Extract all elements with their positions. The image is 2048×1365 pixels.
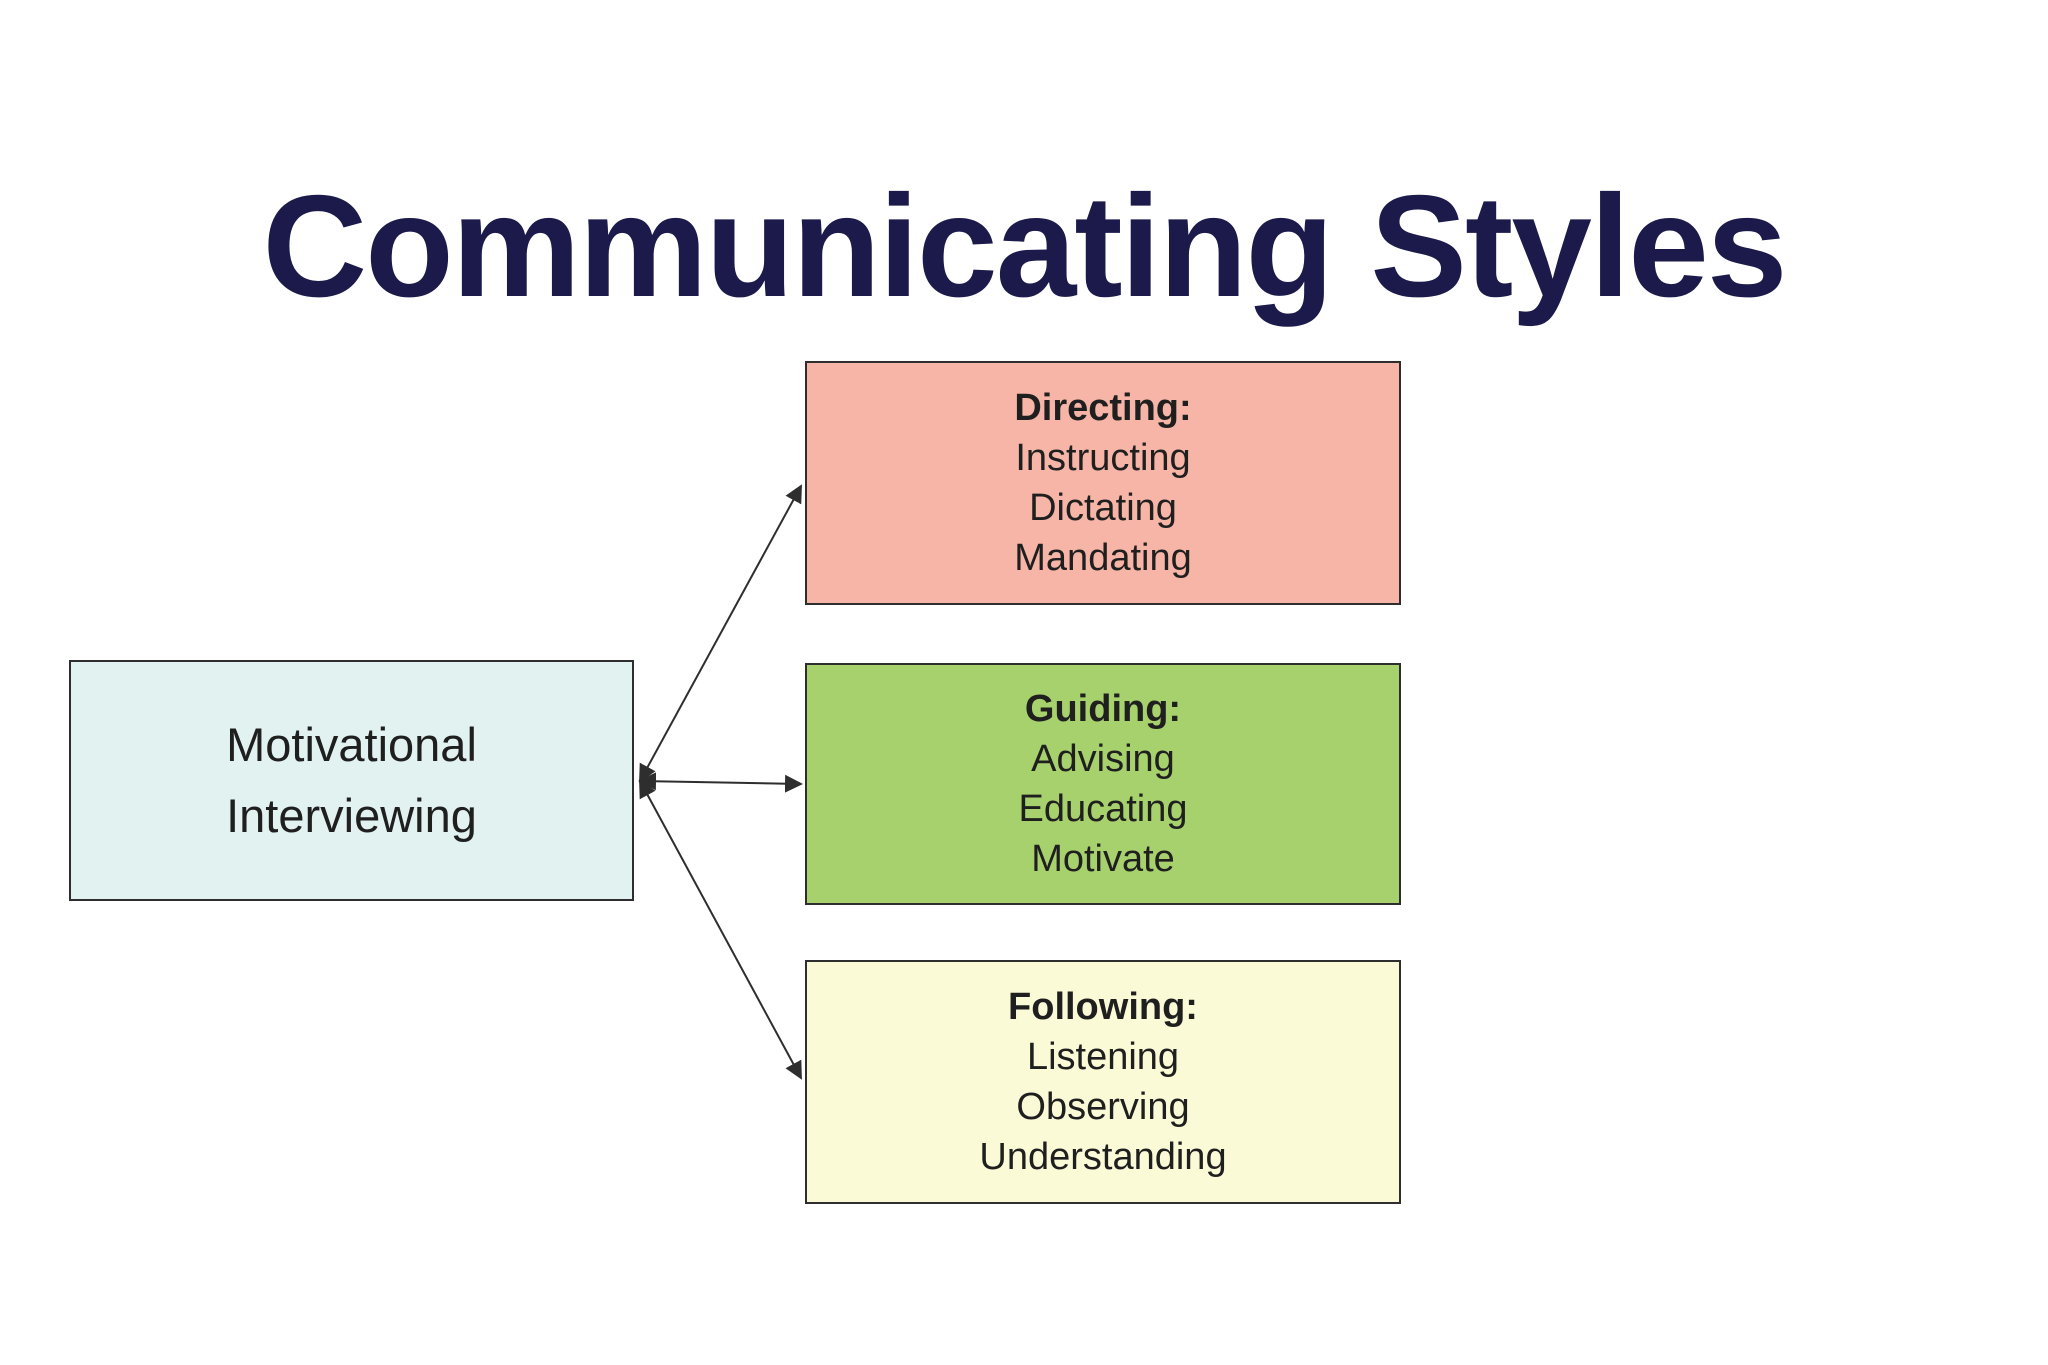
arrow-to-directing xyxy=(639,484,802,783)
directing-item: Dictating xyxy=(1029,487,1177,529)
directing-item: Mandating xyxy=(1014,537,1192,580)
motivational-interviewing-label: Motivational Interviewing xyxy=(226,718,477,842)
following-item: Observing xyxy=(1016,1086,1190,1128)
following-item: Listening xyxy=(1026,1035,1180,1078)
guiding-item: Educating xyxy=(1018,788,1188,830)
motivational-interviewing-box: Motivational Interviewing xyxy=(69,660,634,901)
directing-item: Instructing xyxy=(1015,436,1191,479)
guiding-heading: Guiding: xyxy=(1024,687,1182,730)
guiding-item: Motivate xyxy=(1031,838,1175,881)
following-heading: Following: xyxy=(1008,985,1198,1028)
page-title: Communicating Styles xyxy=(262,165,1787,328)
directing-box: Directing: Instructing Dictating Mandati… xyxy=(805,361,1401,605)
following-item: Understanding xyxy=(979,1136,1227,1179)
following-box: Following: Listening Observing Understan… xyxy=(805,960,1401,1204)
guiding-box: Guiding: Advising Educating Motivate xyxy=(805,663,1401,905)
directing-heading: Directing: xyxy=(1014,386,1192,429)
arrow-to-following xyxy=(639,779,802,1080)
arrow-to-guiding xyxy=(638,772,803,793)
guiding-item: Advising xyxy=(1031,737,1175,780)
